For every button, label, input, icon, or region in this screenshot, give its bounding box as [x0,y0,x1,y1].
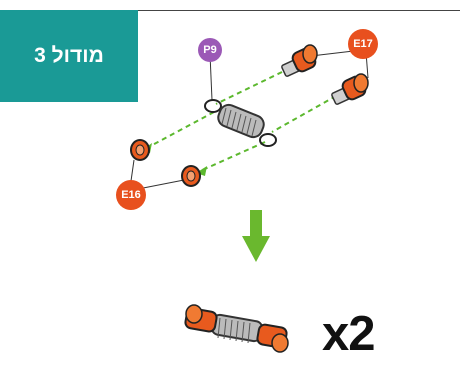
quantity-label: x2 [322,307,376,361]
part-code-nut: E16 [116,180,146,210]
assembly-guides [142,71,337,173]
nut-part-right [181,165,201,187]
module-label: מודול 3 [34,44,104,67]
part-code-screw: E17 [348,29,378,59]
part-code-spring: P9 [198,38,222,62]
screw-part-bottom [331,73,369,105]
down-arrow-icon [242,210,270,262]
guide-screw-bottom-to-spring [271,95,337,133]
assembled-part [184,304,289,353]
top-rule [19,10,460,11]
guide-screw-top-to-spring [215,71,283,105]
nut-part-left [130,139,150,161]
module-badge: מודול 3 [0,10,138,102]
guide-spring-to-nut-right [197,141,266,173]
guide-spring-to-nut-left [142,111,215,151]
screw-part-top [281,44,318,77]
spring-part [204,99,277,147]
